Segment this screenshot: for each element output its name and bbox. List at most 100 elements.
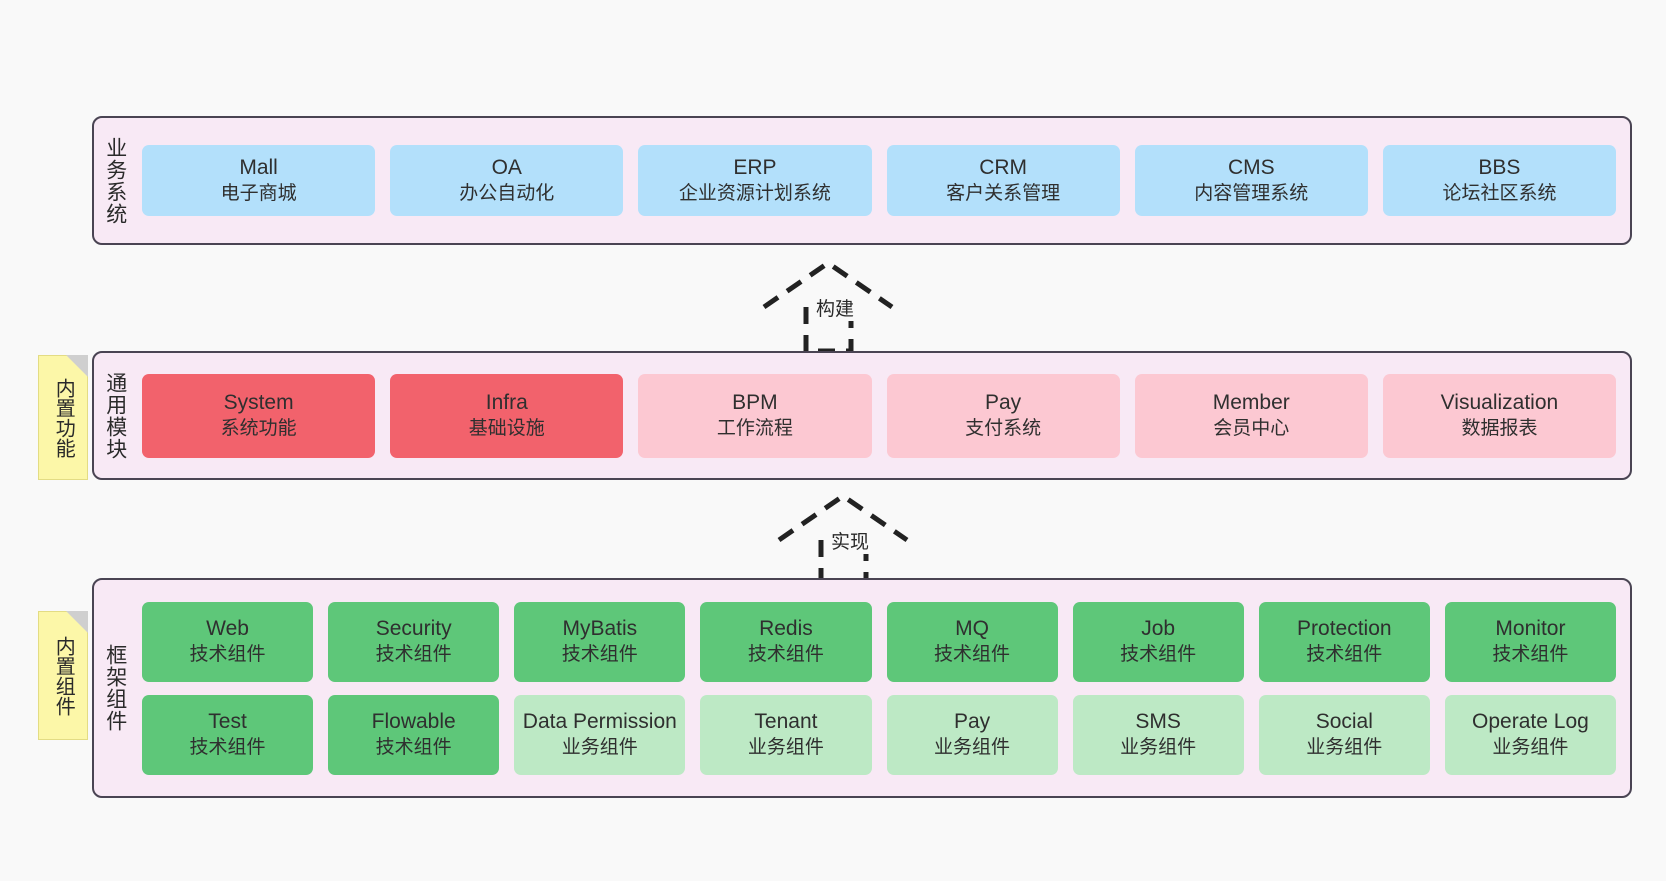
node-title: CRM [979,155,1028,179]
node-web[interactable]: Web 技术组件 [142,601,314,682]
node-subtitle: 技术组件 [561,643,638,665]
node-title: Protection [1297,616,1392,640]
node-infra[interactable]: Infra 基础设施 [390,373,624,458]
node-subtitle: 会员中心 [1213,417,1290,439]
node-subtitle: 电子商城 [220,182,297,204]
node-subtitle: 技术组件 [375,643,452,665]
node-pay-business[interactable]: Pay 业务组件 [886,694,1058,775]
node-row: Web 技术组件 Security 技术组件 MyBatis 技术组件 Redi… [142,601,1616,682]
node-title: Data Permission [522,709,677,733]
node-test[interactable]: Test 技术组件 [142,694,314,775]
node-subtitle: 基础设施 [468,417,545,439]
node-subtitle: 业务组件 [1492,736,1569,758]
node-row: System 系统功能 Infra 基础设施 BPM 工作流程 Pay 支付系统… [142,373,1617,458]
node-title: Mall [239,155,278,179]
node-subtitle: 技术组件 [189,736,266,758]
node-title: BBS [1478,155,1521,179]
node-subtitle: 数据报表 [1461,417,1538,439]
node-visualization[interactable]: Visualization 数据报表 [1382,373,1617,458]
node-title: BPM [732,390,778,414]
node-member[interactable]: Member 会员中心 [1134,373,1368,458]
node-title: Web [206,616,249,640]
node-redis[interactable]: Redis 技术组件 [700,601,872,682]
node-title: MyBatis [562,616,638,640]
node-title: Pay [953,709,991,733]
node-job[interactable]: Job 技术组件 [1072,601,1244,682]
layer-title-framework-components: 框架组件 [103,644,127,732]
connector-build: 构建 [750,255,930,355]
node-title: Test [208,709,247,733]
node-cms[interactable]: CMS 内容管理系统 [1134,145,1368,216]
node-subtitle: 企业资源计划系统 [678,182,831,204]
node-subtitle: 技术组件 [747,643,824,665]
node-bpm[interactable]: BPM 工作流程 [638,373,872,458]
node-title: MQ [955,616,989,640]
layer-title-common-modules: 通用模块 [103,371,127,460]
connector-label-implement: 实现 [829,527,872,554]
node-title: Member [1212,390,1290,414]
node-title: CMS [1227,155,1275,179]
node-subtitle: 技术组件 [934,643,1011,665]
node-title: Security [375,616,452,640]
node-title: Infra [485,390,528,414]
node-row: Test 技术组件 Flowable 技术组件 Data Permission … [142,694,1616,775]
note-label: 内置功能 [52,377,75,458]
node-title: ERP [733,155,777,179]
layer-business-systems: 业务系统 Mall 电子商城 OA 办公自动化 ERP 企业资源计划系统 CRM… [92,116,1632,245]
node-flowable[interactable]: Flowable 技术组件 [328,694,500,775]
node-subtitle: 业务组件 [747,736,824,758]
node-subtitle: 业务组件 [1306,736,1383,758]
node-title: Social [1315,709,1373,733]
node-title: System [223,390,294,414]
node-subtitle: 技术组件 [1306,643,1383,665]
node-protection[interactable]: Protection 技术组件 [1258,601,1430,682]
node-subtitle: 内容管理系统 [1194,182,1309,204]
node-monitor[interactable]: Monitor 技术组件 [1444,601,1616,682]
node-mybatis[interactable]: MyBatis 技术组件 [514,601,686,682]
node-subtitle: 论坛社区系统 [1442,182,1557,204]
node-operate-log[interactable]: Operate Log 业务组件 [1444,694,1616,775]
node-title: Operate Log [1472,709,1589,733]
node-title: Visualization [1440,390,1559,414]
note-label: 内置组件 [52,635,75,716]
node-subtitle: 技术组件 [375,736,452,758]
node-erp[interactable]: ERP 企业资源计划系统 [638,145,872,216]
node-subtitle: 业务组件 [934,736,1011,758]
node-title: Monitor [1495,616,1566,640]
connector-implement: 实现 [765,488,945,588]
node-title: Job [1141,616,1176,640]
node-data-permission[interactable]: Data Permission 业务组件 [514,694,686,775]
node-title: Tenant [754,709,818,733]
node-subtitle: 系统功能 [220,417,297,439]
node-pay[interactable]: Pay 支付系统 [886,373,1120,458]
node-social[interactable]: Social 业务组件 [1258,694,1430,775]
node-sms[interactable]: SMS 业务组件 [1072,694,1244,775]
node-bbs[interactable]: BBS 论坛社区系统 [1382,145,1617,216]
node-subtitle: 客户关系管理 [946,182,1061,204]
layer-title-business-systems: 业务系统 [103,136,127,225]
node-subtitle: 工作流程 [716,417,793,439]
node-row: Mall 电子商城 OA 办公自动化 ERP 企业资源计划系统 CRM 客户关系… [142,145,1617,216]
layer-body-common-modules: System 系统功能 Infra 基础设施 BPM 工作流程 Pay 支付系统… [136,353,1630,478]
node-subtitle: 办公自动化 [459,182,555,204]
node-crm[interactable]: CRM 客户关系管理 [886,145,1120,216]
node-title: SMS [1135,709,1181,733]
node-title: Pay [985,390,1022,414]
node-mq[interactable]: MQ 技术组件 [886,601,1058,682]
connector-label-build: 构建 [814,294,857,321]
node-security[interactable]: Security 技术组件 [328,601,500,682]
node-tenant[interactable]: Tenant 业务组件 [700,694,872,775]
layer-body-business-systems: Mall 电子商城 OA 办公自动化 ERP 企业资源计划系统 CRM 客户关系… [136,118,1630,243]
node-title: Flowable [371,709,456,733]
node-oa[interactable]: OA 办公自动化 [390,145,624,216]
node-title: OA [491,155,522,179]
node-system[interactable]: System 系统功能 [142,373,376,458]
node-title: Redis [759,616,813,640]
layer-framework-components: 框架组件 Web 技术组件 Security 技术组件 MyBatis 技术组件… [92,578,1632,798]
layer-body-framework-components: Web 技术组件 Security 技术组件 MyBatis 技术组件 Redi… [136,580,1630,796]
note-builtin-features: 内置功能 [38,355,88,480]
node-subtitle: 业务组件 [561,736,638,758]
layer-common-modules: 通用模块 System 系统功能 Infra 基础设施 BPM 工作流程 Pay… [92,351,1632,480]
node-mall[interactable]: Mall 电子商城 [142,145,376,216]
node-subtitle: 支付系统 [965,417,1042,439]
